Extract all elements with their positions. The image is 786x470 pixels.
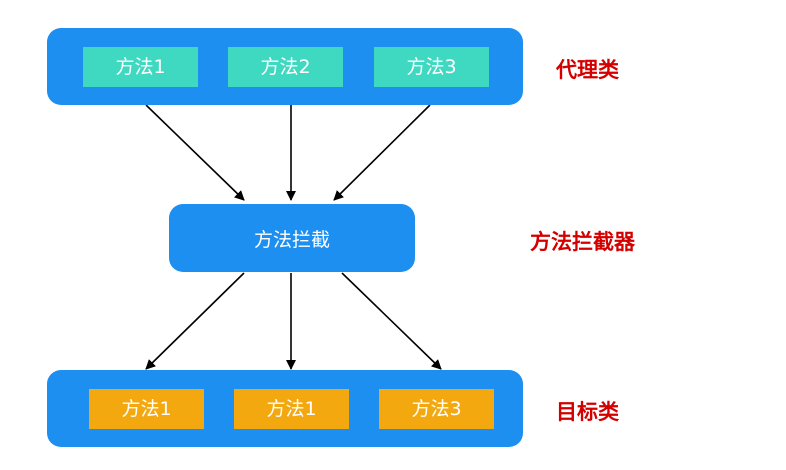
arrow-proxy1-to-interceptor (145, 104, 245, 201)
arrow-interceptor-to-target1 (145, 272, 245, 370)
interceptor-label: 方法拦截器 (530, 230, 635, 254)
target-class-block: 方法1 方法1 方法3 (47, 370, 523, 447)
arrow-interceptor-to-target3 (341, 272, 442, 370)
proxy-method-2: 方法2 (228, 47, 343, 87)
interceptor-text: 方法拦截 (253, 229, 330, 251)
arrow-proxy3-to-interceptor (333, 104, 431, 201)
interceptor-block: 方法拦截 (169, 204, 415, 272)
target-class-label: 目标类 (556, 400, 619, 424)
target-method-2: 方法1 (234, 389, 349, 429)
target-method-3: 方法3 (379, 389, 494, 429)
proxy-method-3: 方法3 (374, 47, 489, 87)
proxy-class-block: 方法1 方法2 方法3 (47, 28, 523, 105)
proxy-method-1: 方法1 (83, 47, 198, 87)
proxy-class-label: 代理类 (556, 58, 619, 82)
target-method-1: 方法1 (89, 389, 204, 429)
